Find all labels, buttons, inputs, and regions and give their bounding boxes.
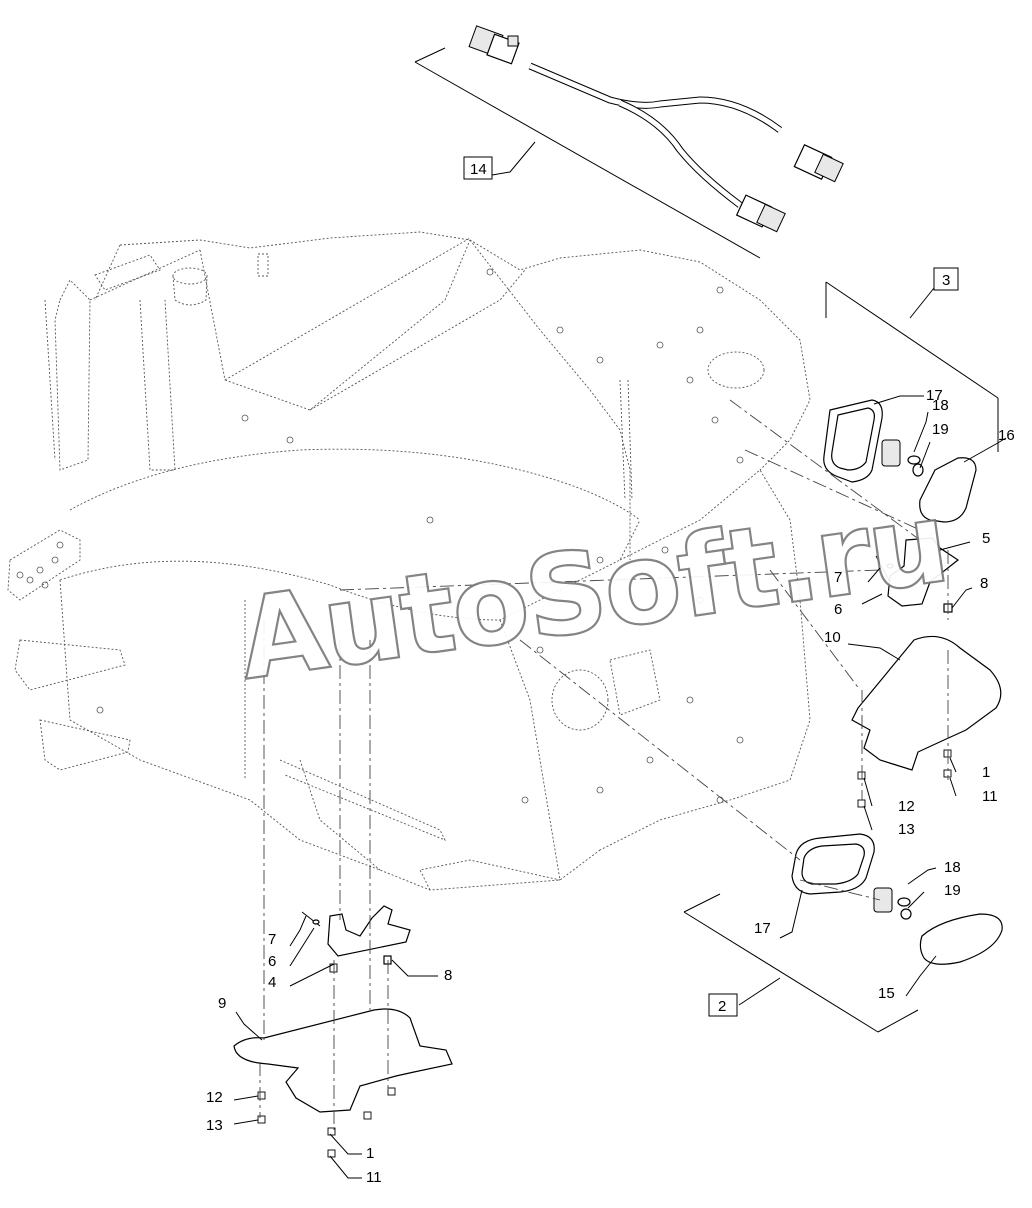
callout-upper-washer: 6 (834, 601, 842, 618)
upper-bulb (907, 455, 924, 477)
callout-upper-washer-c: 12 (898, 798, 915, 815)
callout-upper-bolt: 7 (834, 569, 842, 586)
box-label-harness: 14 (463, 156, 493, 180)
callout-upper-plate: 10 (824, 629, 841, 646)
upper-washer-c (857, 771, 866, 780)
callout-upper-lens-frame: 17 (926, 387, 943, 404)
upper-lens-frame (823, 399, 883, 483)
wiring-harness (414, 25, 844, 259)
lower-bracket (327, 905, 411, 957)
callout-lower-washer-c: 12 (206, 1089, 223, 1106)
callout-lower-nut-c: 13 (206, 1117, 223, 1134)
callout-upper-bracket: 5 (982, 530, 990, 547)
callout-upper-nut: 8 (980, 575, 988, 592)
lower-lens-frame (791, 833, 875, 895)
upper-cover (919, 457, 977, 523)
lower-nut-c (257, 1115, 266, 1124)
lower-cover (919, 913, 1003, 965)
lower-washer-c (257, 1091, 266, 1100)
connector-top (468, 25, 520, 65)
lower-lamp-assembly (233, 620, 1003, 1158)
upper-washer-b (943, 749, 952, 758)
upper-lamp-assembly (339, 281, 1002, 808)
upper-bulb-holder (881, 439, 901, 467)
callout-upper-washer-b: 1 (982, 764, 990, 781)
machine-body-outline (7, 231, 811, 891)
callout-upper-cover: 16 (998, 427, 1015, 444)
callout-upper-nut-b: 11 (982, 788, 998, 805)
callout-upper-bulb-holder: 18 (932, 397, 949, 414)
upper-nut-b (943, 769, 952, 778)
box-label-upper-lamp-group-text: 3 (942, 272, 950, 289)
connector-lower (735, 194, 786, 233)
upper-nut-c (857, 799, 866, 808)
callouts-lower (233, 867, 937, 1179)
callout-lower-bulb: 19 (944, 882, 961, 899)
box-label-lower-lamp-group: 2 (708, 993, 738, 1017)
callout-lower-lens-frame: 17 (754, 920, 771, 937)
lower-nut-b (327, 1149, 336, 1158)
upper-plate (851, 635, 1002, 771)
callout-labels-upper: 17 18 19 16 5 7 6 8 10 1 11 12 13 (824, 387, 1015, 838)
upper-bracket (887, 537, 960, 607)
callout-lower-bulb-holder: 18 (944, 859, 961, 876)
callout-upper-bulb: 19 (932, 421, 949, 438)
callout-lower-bracket: 4 (268, 974, 276, 991)
upper-bolt-washer (875, 555, 894, 583)
lower-bulb-holder (873, 887, 893, 913)
callouts-upper (847, 395, 1007, 831)
callout-lower-nut-b: 11 (366, 1169, 382, 1186)
callout-lower-washer-b: 1 (366, 1145, 374, 1162)
box-label-harness-text: 14 (470, 161, 487, 178)
callout-lower-washer: 6 (268, 953, 276, 970)
lower-plate (233, 1008, 453, 1113)
callout-lower-plate: 9 (218, 995, 226, 1012)
callout-lower-nut: 8 (444, 967, 452, 984)
lower-bulb (897, 897, 912, 920)
box-label-upper-lamp-group: 3 (933, 267, 959, 291)
lower-nut (383, 955, 392, 965)
lower-bolt-washer (301, 911, 321, 927)
box-label-lower-lamp-group-text: 2 (718, 998, 726, 1015)
callout-lower-cover: 15 (878, 985, 895, 1002)
callout-upper-nut-c: 13 (898, 821, 915, 838)
callout-lower-bolt: 7 (268, 931, 276, 948)
connector-right (793, 143, 844, 183)
callout-labels-lower: 17 18 19 15 7 6 4 8 9 12 13 1 11 (206, 859, 961, 1186)
